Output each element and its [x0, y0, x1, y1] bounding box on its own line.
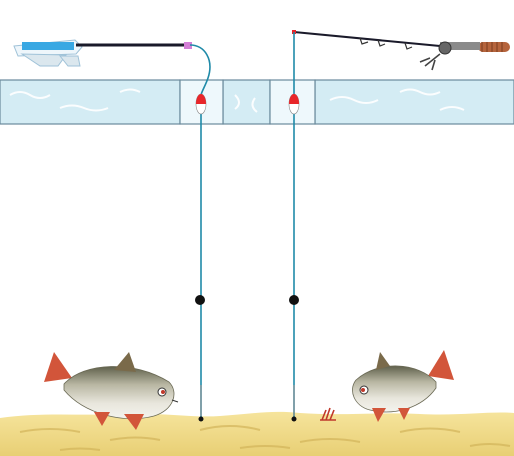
sand-bottom	[0, 411, 514, 456]
spinning-rod-icon	[292, 30, 510, 71]
treble-jig-icon	[291, 385, 336, 422]
ice-slab-middle	[222, 79, 271, 125]
lake-bottom	[0, 411, 514, 456]
ice-texture	[9, 88, 465, 113]
ice-slab-right	[314, 79, 514, 125]
sand-shadows	[19, 425, 511, 451]
sinker-icon	[195, 295, 205, 305]
ice-layer	[0, 79, 514, 125]
hook-icon	[198, 385, 204, 422]
roach-fish-icon-right	[352, 350, 454, 422]
float-bobber-icon	[195, 93, 207, 115]
roach-fish-icon	[44, 352, 179, 430]
winter-rod-icon	[13, 39, 192, 67]
float-bobber-icon-right	[288, 93, 300, 115]
ice-slab-left	[0, 79, 181, 125]
sinker-icon-right	[289, 295, 299, 305]
